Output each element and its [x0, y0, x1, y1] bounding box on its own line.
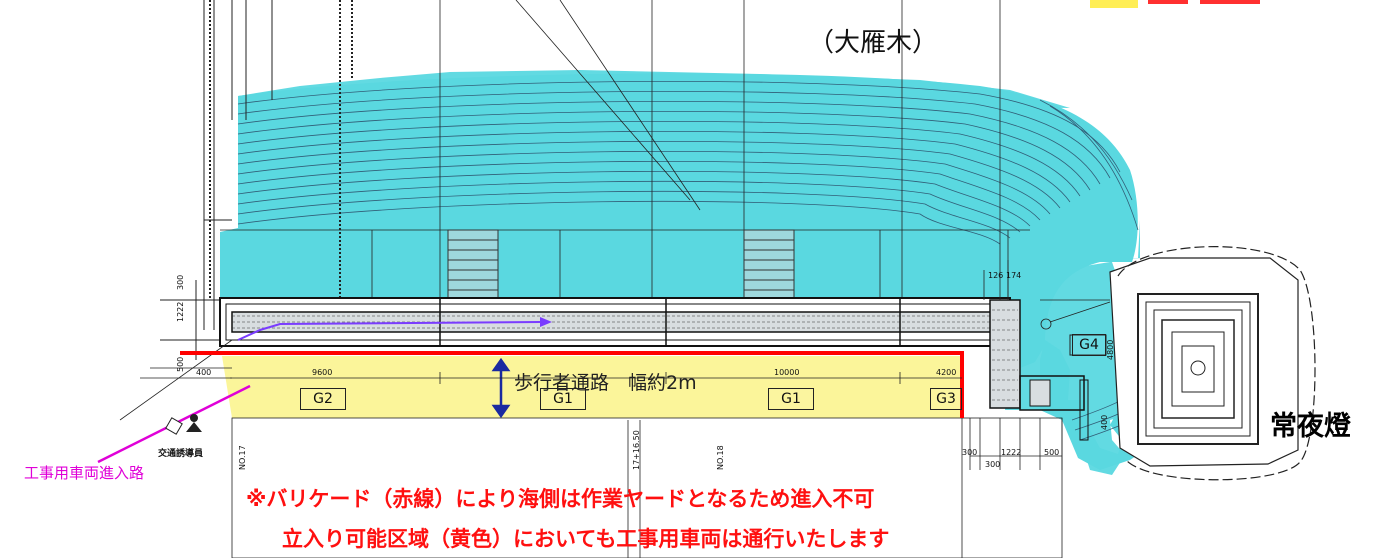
dim-1222-v: 1222 [176, 301, 185, 322]
station-offset: 17+16.50 [632, 430, 641, 470]
station-no17: NO.17 [238, 445, 247, 470]
dim-300-a: 300 [962, 448, 978, 457]
vehicle-route-label: 工事用車両進入路 [24, 464, 145, 482]
legend-swatch [1090, 0, 1138, 8]
block-g3: G3 [930, 388, 962, 410]
stair-lines [237, 80, 1161, 441]
traffic-guard-label: 交通誘導員 [158, 449, 204, 459]
notice-line-1: ※バリケード（赤線）により海側は作業ヤードとなるため進入不可 [246, 487, 875, 511]
dim-300-v: 300 [176, 274, 185, 290]
barricade-line [180, 351, 964, 418]
stone-wall [219, 297, 1089, 441]
dim-126: 126 [988, 271, 1004, 280]
lower-lines [119, 339, 1063, 558]
block-g1-left: G1 [540, 388, 586, 410]
lantern-platform [1109, 246, 1316, 481]
block-g4: G4 [1072, 334, 1106, 356]
dim-500-a: 500 [176, 356, 185, 372]
walkway-width-arrow [491, 357, 511, 419]
stairs-right [743, 229, 795, 299]
dim-500-b: 500 [1044, 448, 1060, 457]
dim-10000: 10000 [774, 368, 800, 377]
left-chain [209, 0, 353, 300]
accessible-zone [222, 356, 962, 418]
block-g2: G2 [300, 388, 346, 410]
dim-1222: 1222 [1001, 448, 1022, 457]
station-no18: NO.18 [716, 445, 725, 470]
place-label: （大雁木） [808, 28, 939, 58]
stairs-left [447, 229, 499, 299]
lantern-label: 常夜燈 [1270, 411, 1351, 442]
notice-line-2: 立入り可能区域（黄色）においても工事用車両は通行いたします [282, 527, 890, 551]
dim-4200: 4200 [936, 368, 957, 377]
dim-ticks [230, 372, 962, 384]
flow-arrow [237, 321, 541, 341]
right-lines [983, 0, 1111, 330]
traffic-guard-icon [165, 414, 202, 435]
left-structure [160, 0, 273, 360]
dim-400: 400 [196, 368, 212, 377]
dim-174: 174 [1006, 271, 1022, 280]
dim-4800: 4800 [1106, 339, 1115, 360]
dim-300-b: 300 [985, 460, 1001, 469]
block-g1-right: G1 [768, 388, 814, 410]
grid-lines [220, 0, 1030, 300]
dim-400-v: 400 [1100, 414, 1109, 430]
dim-9600: 9600 [312, 368, 333, 377]
